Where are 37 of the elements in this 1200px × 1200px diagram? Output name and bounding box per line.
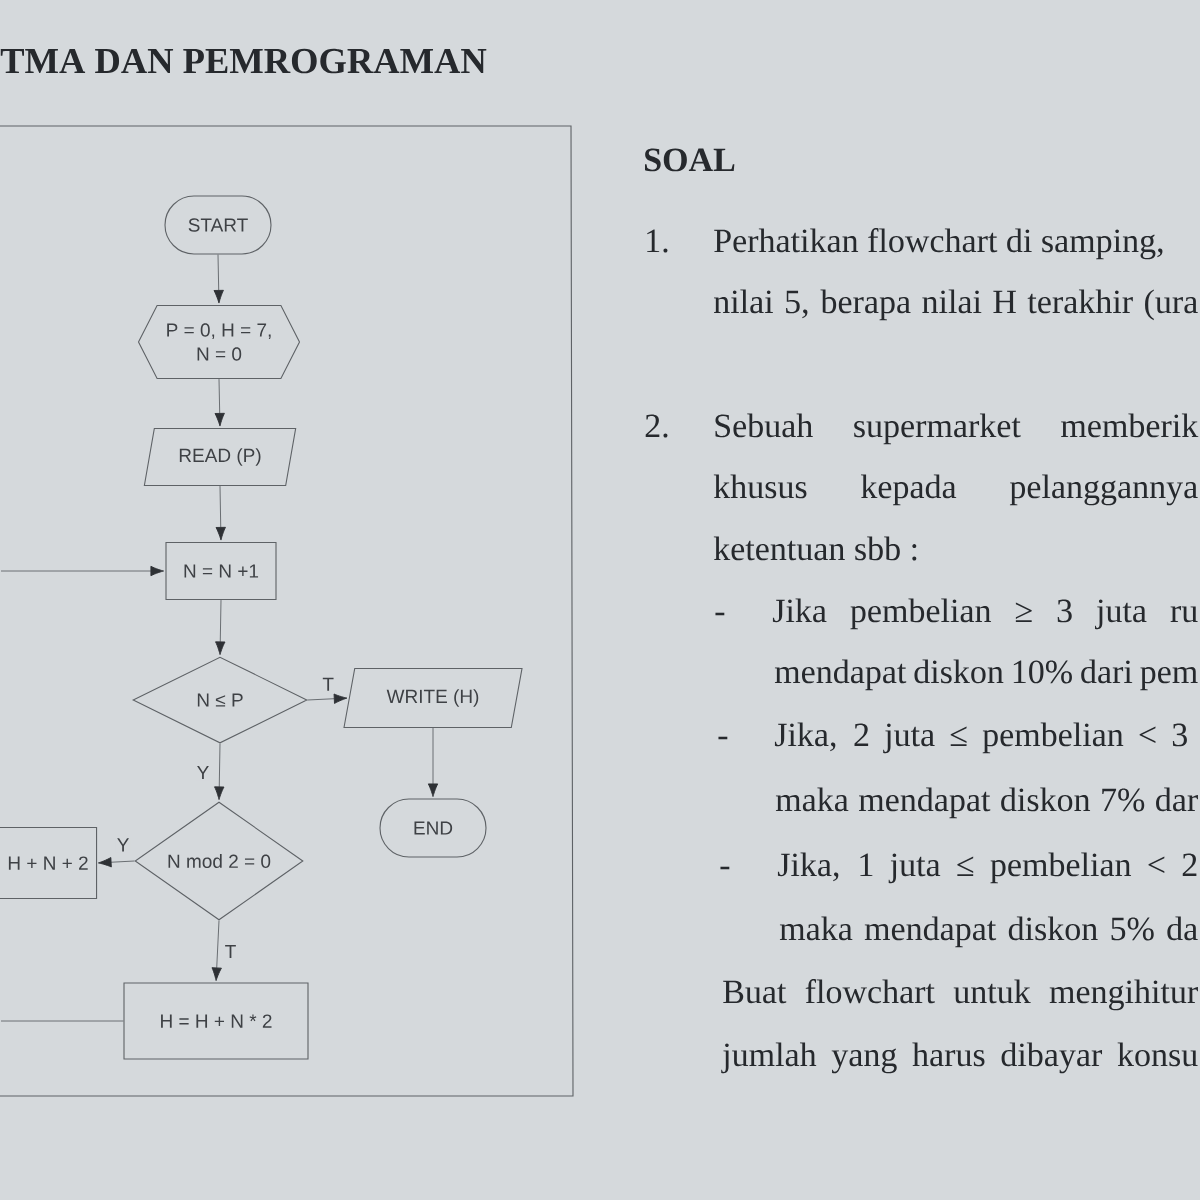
text-line: Sebuah supermarket memberik — [715, 413, 1199, 445]
bullet-dash: - — [718, 736, 728, 740]
arrow — [213, 254, 224, 304]
list-number: 2. — [645, 414, 668, 438]
bullet-dash: - — [720, 866, 730, 870]
process-box: H + N + 2 — [0, 826, 98, 900]
arrow — [214, 378, 225, 427]
text-line: Buat flowchart untuk mengihitur — [723, 979, 1198, 1011]
arrow — [307, 693, 348, 704]
process-box: N = N +1 — [165, 541, 277, 601]
bullet-dash: - — [715, 612, 725, 616]
text-line: mendapat diskon 10% dari pem — [774, 659, 1198, 691]
text-line: maka mendapat diskon 7% dar — [775, 787, 1198, 819]
io-parallelogram: READ (P) — [143, 427, 297, 487]
text-line: Jika, 2 juta ≤ pembelian < 3 — [774, 722, 1187, 754]
section-heading: SOAL — [645, 148, 735, 172]
text-line: Jika, 1 juta ≤ pembelian < 2 — [777, 852, 1197, 884]
io-parallelogram: WRITE (H) — [343, 667, 523, 729]
text-line: maka mendapat diskon 5% da — [779, 916, 1198, 948]
arrow — [215, 485, 226, 541]
list-number: 1. — [647, 229, 668, 253]
arrow — [215, 599, 226, 655]
arrow — [98, 857, 135, 868]
process-box: H = H + N * 2 — [123, 982, 309, 1060]
arrow — [214, 743, 225, 801]
text-line: Jika pembelian ≥ 3 juta ru — [772, 598, 1198, 630]
arrow — [0, 565, 164, 577]
text-line: jumlah yang harus dibayar konsu — [721, 1042, 1198, 1074]
text-line: khusus kepada pelanggannya — [713, 474, 1198, 506]
page-title: TMA DAN PEMROGRAMAN — [0, 48, 487, 74]
arrow — [427, 727, 439, 798]
preparation-hexagon: P = 0, H = 7, N = 0 — [137, 304, 301, 380]
arrow — [211, 920, 222, 982]
connector-line — [0, 1020, 124, 1022]
text-line: ketentuan sbb : — [713, 536, 917, 561]
text-line: Perhatikan flowchart di samping, — [714, 228, 1163, 260]
text-line: nilai 5, berapa nilai H terakhir (ura — [714, 289, 1198, 321]
